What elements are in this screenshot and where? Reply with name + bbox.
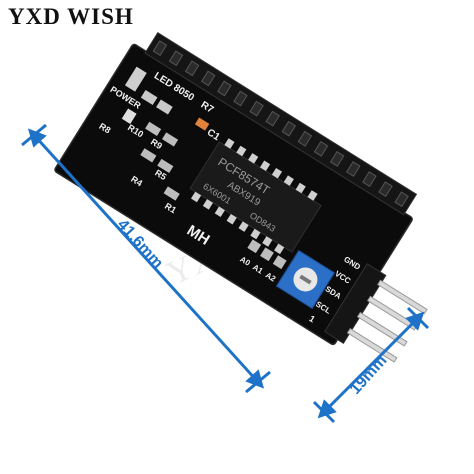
header-pin bbox=[249, 100, 264, 117]
header-pin-long bbox=[377, 279, 428, 315]
header-pin bbox=[329, 151, 345, 167]
header-pin bbox=[281, 120, 297, 137]
chip-leg bbox=[271, 167, 283, 179]
label-one: 1 bbox=[307, 313, 317, 324]
dimension-width-label: 19mm bbox=[347, 352, 391, 398]
header-pin bbox=[346, 161, 361, 177]
header-pin bbox=[233, 90, 248, 107]
header-pin bbox=[217, 80, 232, 97]
header-pin bbox=[394, 191, 409, 208]
chip-leg bbox=[307, 190, 318, 201]
pin-header-16 bbox=[144, 32, 418, 216]
brand-logo-text: YXD WISH bbox=[8, 4, 134, 29]
chip-leg bbox=[274, 243, 285, 255]
header-pin bbox=[362, 171, 377, 187]
chip-leg bbox=[295, 182, 306, 194]
header-pin bbox=[184, 60, 200, 77]
header-pin bbox=[152, 40, 168, 57]
header-pin bbox=[313, 140, 329, 157]
header-pin bbox=[297, 130, 313, 147]
header-pin bbox=[200, 70, 216, 87]
potentiometer bbox=[275, 249, 336, 310]
header-pin bbox=[378, 181, 393, 198]
header-pin bbox=[168, 50, 184, 67]
chip-leg bbox=[283, 175, 294, 186]
chip-leg bbox=[262, 236, 273, 247]
header-pin bbox=[265, 110, 280, 127]
